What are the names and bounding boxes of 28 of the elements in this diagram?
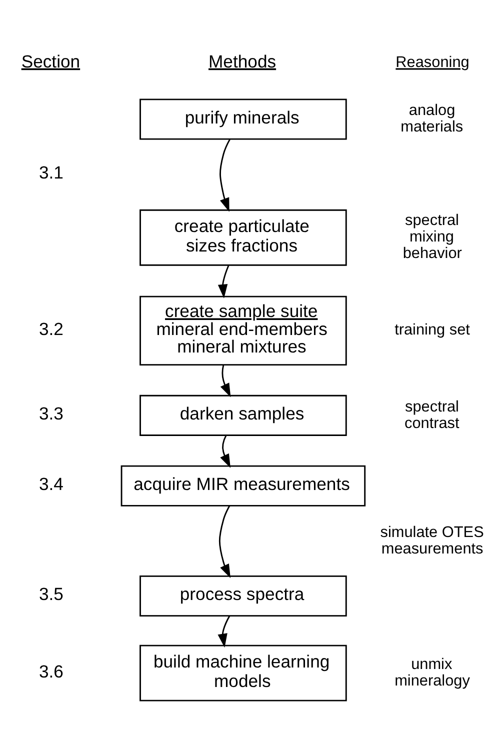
label: simulate OTES measurements bbox=[380, 523, 484, 557]
node-box: darken samples bbox=[140, 394, 347, 436]
label: spectral contrast bbox=[404, 398, 460, 432]
arrow bbox=[218, 264, 230, 298]
arrow bbox=[218, 615, 230, 648]
label: 3.1 bbox=[38, 162, 64, 182]
label: 3.2 bbox=[38, 318, 64, 338]
arrow bbox=[220, 138, 230, 212]
label: 3.4 bbox=[38, 474, 64, 494]
arrow bbox=[220, 364, 231, 397]
node-box: acquire MIR measurements bbox=[120, 464, 366, 506]
node-box: purify minerals bbox=[140, 98, 347, 140]
node-box: create particulate sizes fractions bbox=[140, 208, 347, 266]
label: 3.3 bbox=[38, 403, 64, 424]
label: analog materials bbox=[400, 102, 464, 136]
label: spectral mixing behavior bbox=[402, 212, 462, 262]
label: Section bbox=[21, 50, 80, 71]
label: training set bbox=[394, 321, 470, 338]
node-box: create sample suite mineral end-members mineral mixtures bbox=[140, 295, 347, 365]
label: Reasoning bbox=[396, 54, 470, 71]
node-box: process spectra bbox=[140, 574, 347, 616]
label: Methods bbox=[208, 50, 276, 71]
arrow bbox=[220, 434, 231, 468]
label: 3.6 bbox=[38, 660, 64, 681]
label: 3.5 bbox=[38, 584, 64, 604]
node-box: build machine learning models bbox=[140, 644, 347, 701]
arrow bbox=[218, 504, 231, 578]
label: unmix mineralogy bbox=[394, 655, 470, 689]
